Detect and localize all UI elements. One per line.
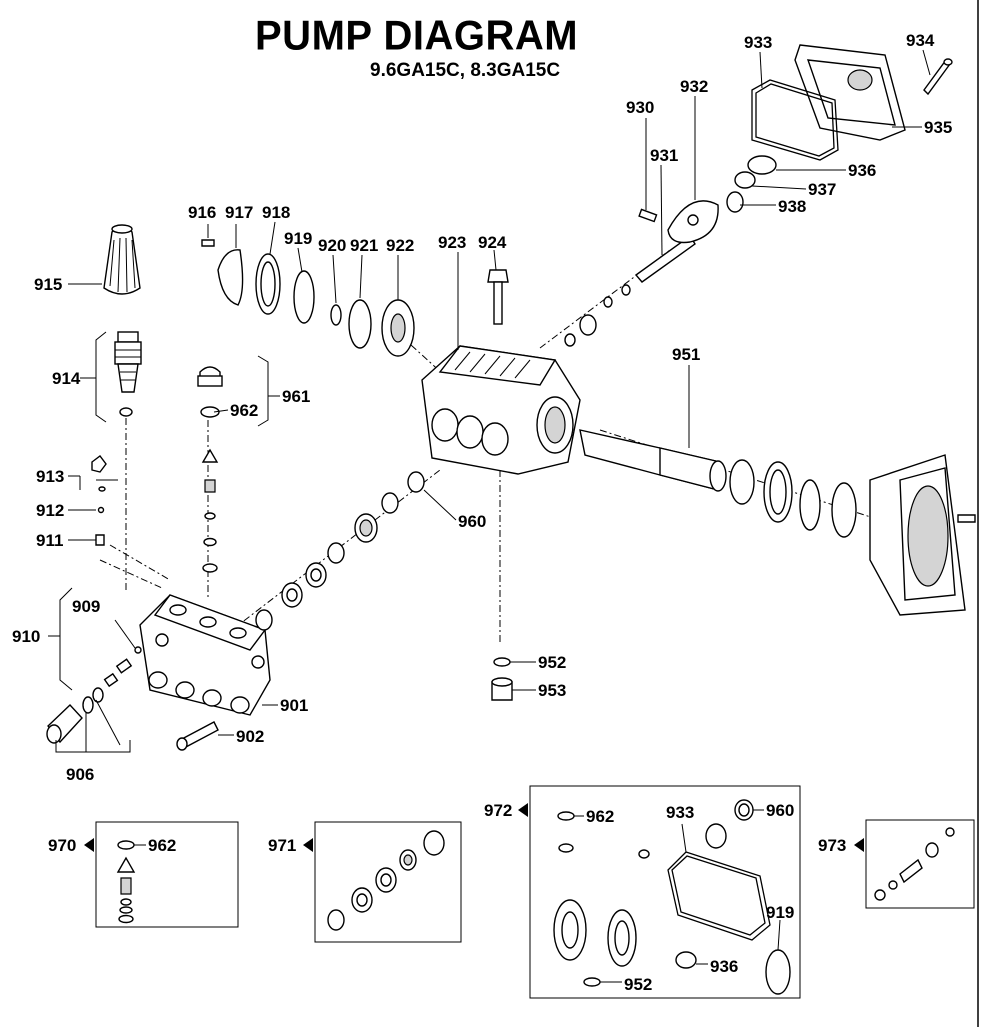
kit-973-label: 973	[818, 836, 846, 855]
part-901-manifold	[139, 594, 271, 716]
label-936: 936	[848, 161, 876, 180]
kit-971: 971	[268, 821, 462, 943]
part-952-o-ring	[493, 657, 511, 667]
kit-972-item-962: 962	[586, 807, 614, 826]
part-951-crankshaft	[579, 429, 727, 492]
label-951: 951	[672, 345, 700, 364]
label-918: 918	[262, 203, 290, 222]
part-909-check-valve	[103, 646, 142, 688]
kit-972: 972 962 933 960 936 919 952	[484, 785, 801, 999]
label-917: 917	[225, 203, 253, 222]
kit-972-item-933: 933	[666, 803, 694, 822]
seal-row-upper	[201, 239, 415, 357]
label-961: 961	[282, 387, 310, 406]
model-subtitle: 9.6GA15C, 8.3GA15C	[370, 60, 561, 81]
kit-972-item-936: 936	[710, 957, 738, 976]
part-932-bearing-retainer	[667, 200, 719, 244]
part-924-oil-dipstick	[487, 269, 509, 325]
label-901: 901	[280, 696, 308, 715]
kit-970: 970 962	[48, 821, 239, 928]
part-953-drain-plug	[491, 677, 513, 701]
part-923-crankcase	[421, 345, 581, 475]
kit-972-item-919: 919	[766, 903, 794, 922]
label-914: 914	[52, 369, 81, 388]
label-911: 911	[36, 531, 63, 550]
kit-971-pointer-icon	[303, 838, 313, 852]
leader-lines	[48, 49, 931, 753]
part-933-cover-gasket	[751, 79, 839, 161]
kit-973-pointer-icon	[854, 838, 864, 852]
label-913: 913	[36, 467, 64, 486]
part-935-rear-cover	[794, 44, 906, 141]
rear-seal-rings	[726, 155, 777, 213]
label-909: 909	[72, 597, 100, 616]
part-labels: 915 914 913 912 911 910 909 906 902 901 …	[12, 31, 952, 784]
kit-972-pointer-icon	[518, 803, 528, 817]
label-906: 906	[66, 765, 94, 784]
label-953: 953	[538, 681, 566, 700]
label-932: 932	[680, 77, 708, 96]
label-920: 920	[318, 236, 346, 255]
part-934-cover-bolt	[923, 58, 953, 96]
part-961-valve-plug	[197, 366, 223, 573]
label-922: 922	[386, 236, 414, 255]
kit-970-pointer-icon	[84, 838, 94, 852]
part-915-unloader-cap	[103, 224, 141, 295]
label-902: 902	[236, 727, 264, 746]
label-938: 938	[778, 197, 806, 216]
label-952: 952	[538, 653, 566, 672]
kit-971-label: 971	[268, 836, 296, 855]
kit-970-label: 970	[48, 836, 76, 855]
part-913-fitting	[91, 455, 107, 546]
page-title: PUMP DIAGRAM	[255, 12, 579, 60]
kit-972-item-952: 952	[624, 975, 652, 994]
label-924: 924	[478, 233, 507, 252]
label-915: 915	[34, 275, 62, 294]
label-930: 930	[626, 98, 654, 117]
label-916: 916	[188, 203, 216, 222]
label-933: 933	[744, 33, 772, 52]
label-912: 912	[36, 501, 64, 520]
label-960: 960	[458, 512, 486, 531]
part-930-pin	[638, 208, 658, 223]
label-921: 921	[350, 236, 378, 255]
part-931-shaft	[634, 234, 696, 283]
kit-970-item-962: 962	[148, 836, 176, 855]
label-937: 937	[808, 180, 836, 199]
label-962: 962	[230, 401, 258, 420]
label-935: 935	[924, 118, 952, 137]
part-914-unloader-valve	[114, 331, 142, 417]
label-910: 910	[12, 627, 40, 646]
kit-973: 973	[818, 819, 975, 909]
small-connecting-parts	[564, 284, 631, 347]
part-906-outlet-fitting	[46, 687, 104, 744]
label-931: 931	[650, 146, 678, 165]
part-flange-housing	[869, 454, 976, 616]
kit-972-label: 972	[484, 801, 512, 820]
part-902-bolt	[176, 721, 219, 751]
kit-972-item-960: 960	[766, 801, 794, 820]
label-923: 923	[438, 233, 466, 252]
label-934: 934	[906, 31, 935, 50]
crankshaft-bearing-seals	[729, 459, 857, 538]
seal-series	[255, 471, 425, 631]
label-919: 919	[284, 229, 312, 248]
